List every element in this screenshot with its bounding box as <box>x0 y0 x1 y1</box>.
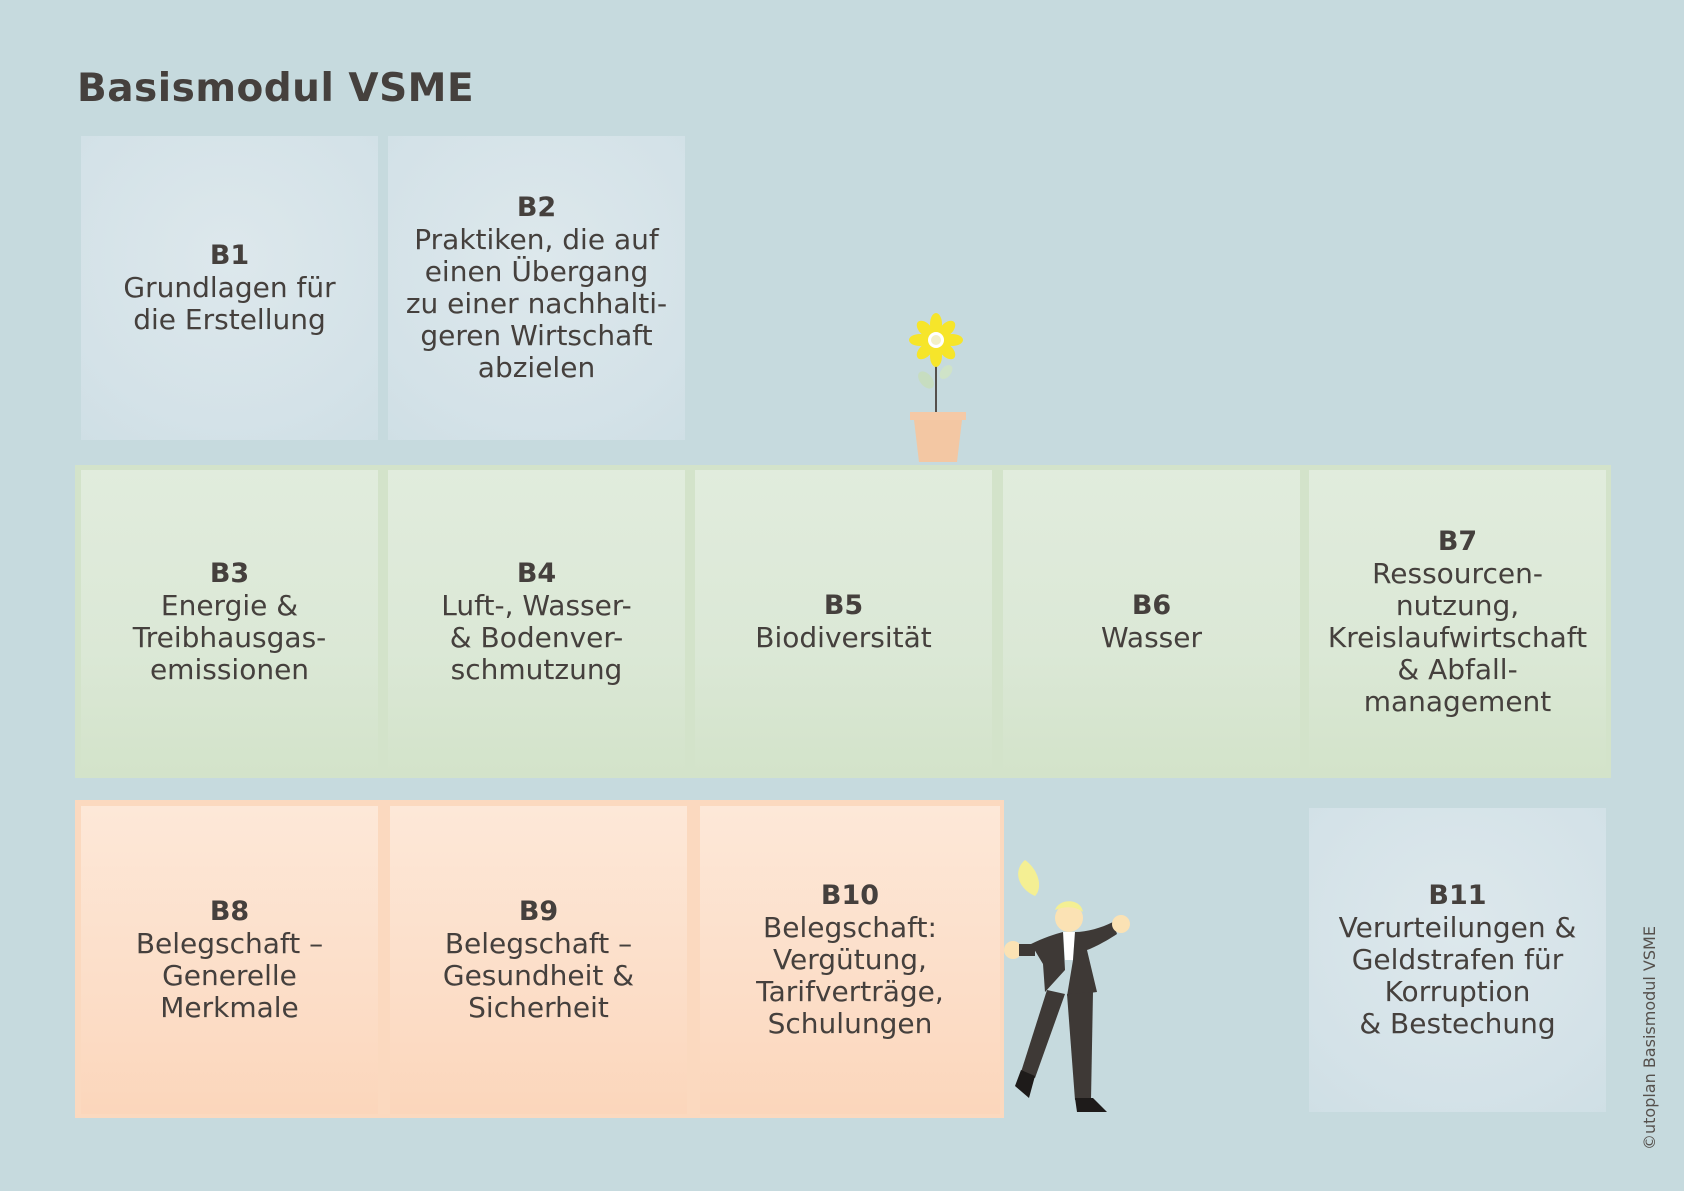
module-b11: B11 Verurteilungen & Geldstrafen für Kor… <box>1309 808 1606 1112</box>
module-b4: B4 Luft-, Wasser- & Bodenver- schmutzung <box>388 470 685 774</box>
module-code: B6 <box>1131 590 1172 621</box>
person-illustration <box>1004 860 1130 1112</box>
module-b9: B9 Belegschaft – Gesundheit & Sicherheit <box>390 806 687 1114</box>
module-label: Praktiken, die auf einen Übergang zu ein… <box>405 223 668 384</box>
module-label: Belegschaft: Vergütung, Tarifverträge, S… <box>756 911 944 1040</box>
module-b3: B3 Energie & Treibhausgas- emissionen <box>81 470 378 774</box>
module-b7: B7 Ressourcen- nutzung, Kreislaufwirtsch… <box>1309 470 1606 774</box>
module-label: Belegschaft – Generelle Merkmale <box>135 927 324 1024</box>
module-label: Belegschaft – Gesundheit & Sicherheit <box>442 927 635 1024</box>
module-code: B3 <box>209 558 250 589</box>
module-code: B8 <box>209 896 250 927</box>
module-b6: B6 Wasser <box>1003 470 1300 774</box>
module-code: B4 <box>516 558 557 589</box>
module-label: Grundlagen für die Erstellung <box>123 271 336 336</box>
module-label: Verurteilungen & Geldstrafen für Korrupt… <box>1338 911 1577 1040</box>
flower-pot-illustration <box>909 313 966 462</box>
module-label: Energie & Treibhausgas- emissionen <box>132 589 327 686</box>
module-b8: B8 Belegschaft – Generelle Merkmale <box>81 806 378 1114</box>
module-code: B10 <box>820 880 880 911</box>
module-label: Ressourcen- nutzung, Kreislaufwirtschaft… <box>1327 557 1588 718</box>
page-title: Basismodul VSME <box>77 66 475 111</box>
module-code: B2 <box>516 192 557 223</box>
module-label: Wasser <box>1101 621 1202 654</box>
module-label: Luft-, Wasser- & Bodenver- schmutzung <box>441 589 632 686</box>
module-b2: B2 Praktiken, die auf einen Übergang zu … <box>388 136 685 440</box>
module-code: B7 <box>1437 526 1478 557</box>
module-b1: B1 Grundlagen für die Erstellung <box>81 136 378 440</box>
module-code: B11 <box>1428 880 1487 911</box>
module-b5: B5 Biodiversität <box>695 470 992 774</box>
module-code: B1 <box>209 240 250 271</box>
module-code: B9 <box>518 896 559 927</box>
module-b10: B10 Belegschaft: Vergütung, Tarifverträg… <box>700 806 1000 1114</box>
copyright-notice: ©utoplan Basismodul VSME <box>1640 926 1659 1150</box>
module-code: B5 <box>823 590 864 621</box>
module-label: Biodiversität <box>755 621 932 654</box>
